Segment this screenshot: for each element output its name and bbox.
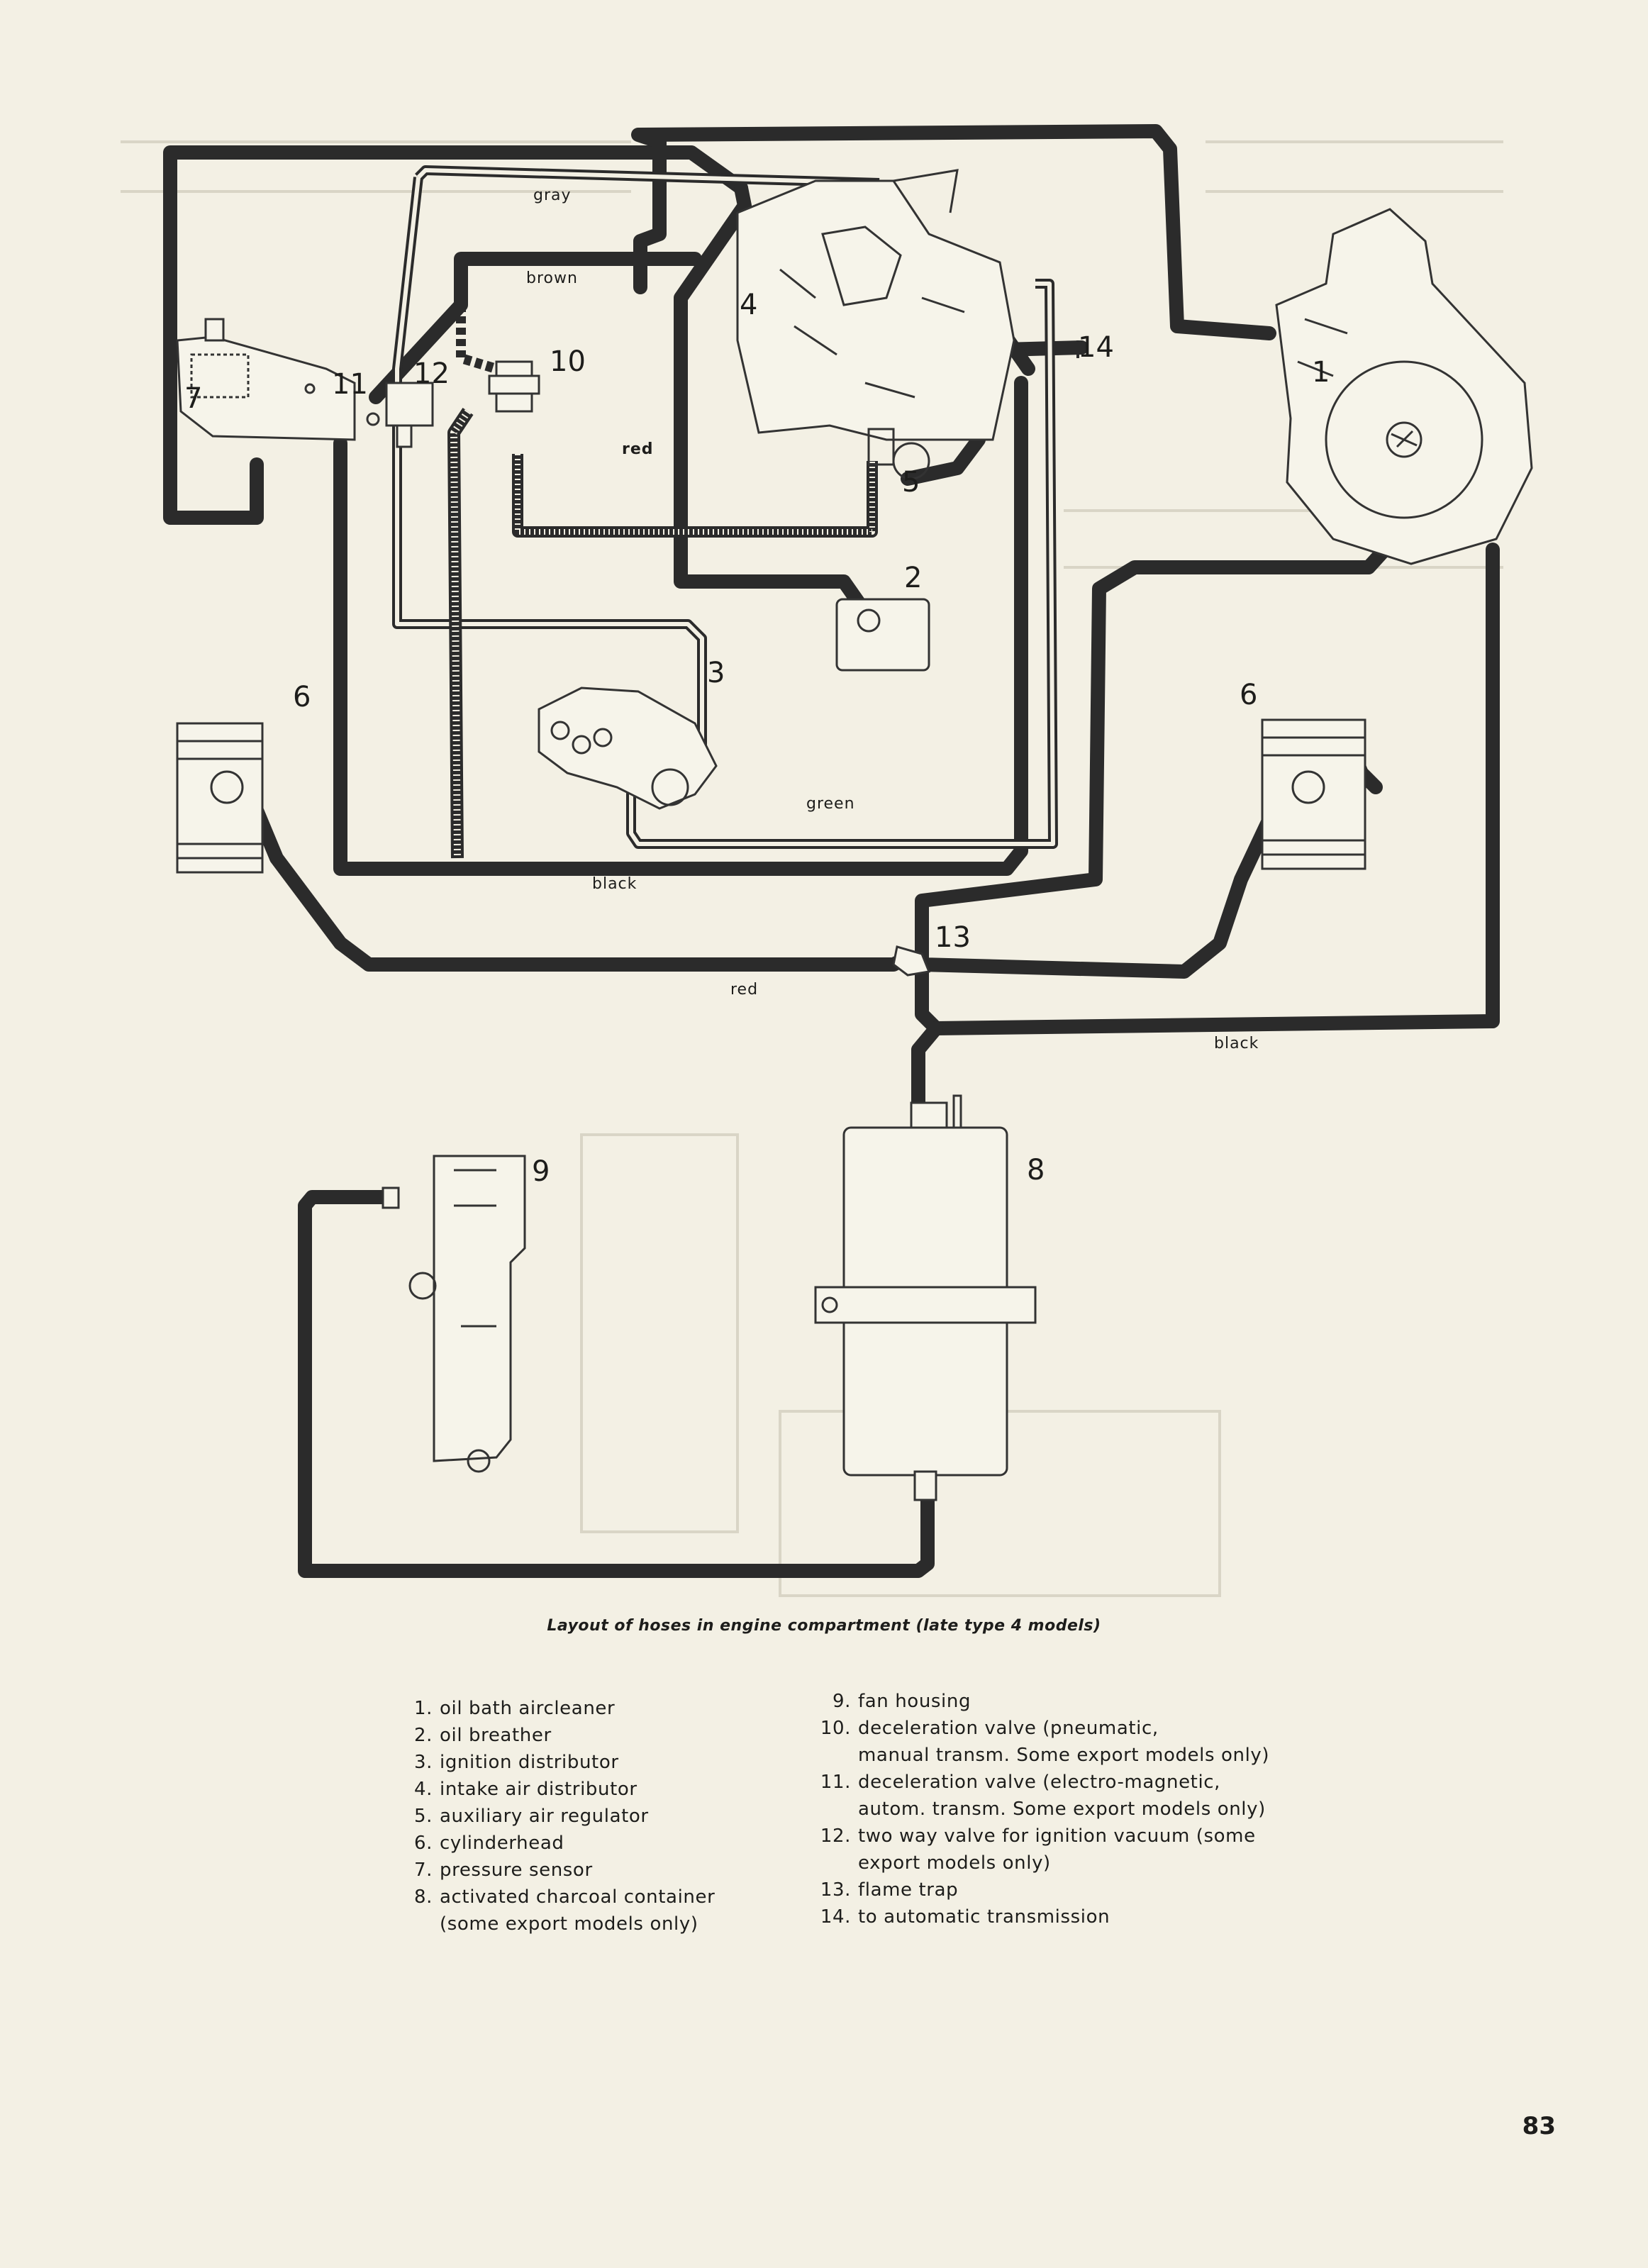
legend-item-text: intake air distributor <box>440 1779 638 1800</box>
legend-item: 14. to automatic transmission <box>815 1903 1269 1930</box>
legend-item-number: 2. <box>413 1725 433 1746</box>
legend-item: 4. intake air distributor <box>397 1776 715 1803</box>
legend-item-text: pressure sensor <box>440 1860 593 1881</box>
page-number: 83 <box>1522 2112 1556 2140</box>
ignition-distributor-3 <box>538 686 718 810</box>
hoses-outline-inner <box>395 168 1055 846</box>
callout-5: 5 <box>902 466 920 499</box>
legend-item: 6. cylinderhead <box>397 1830 715 1857</box>
legend-item-number: 10. <box>820 1718 851 1739</box>
intake-air-distributor-4 <box>736 169 1015 480</box>
legend-left-column: 1. oil bath aircleaner 2. oil breather 3. ign… <box>397 1695 715 1938</box>
legend-item-text: deceleration valve (electro-magnetic, <box>858 1772 1221 1793</box>
legend-item-text: activated charcoal container <box>440 1886 716 1908</box>
legend-item-text: oil breather <box>440 1725 552 1746</box>
oil-breather-2 <box>835 598 930 672</box>
legend-item-text: cylinderhead <box>440 1833 564 1854</box>
legend-item-number: 8. <box>413 1886 433 1908</box>
legend-item-number: 11. <box>820 1772 851 1793</box>
two-way-valve-12 <box>366 382 434 448</box>
legend-item: 7. pressure sensor <box>397 1857 715 1884</box>
activated-charcoal-container-8 <box>814 1094 1037 1501</box>
legend-item-number: 14. <box>820 1906 851 1928</box>
legend-item-number: 7. <box>413 1860 433 1881</box>
hoses-dotted <box>447 305 878 859</box>
legend-item: 1. oil bath aircleaner <box>397 1695 715 1722</box>
legend-item-number: 5. <box>413 1806 433 1827</box>
legend-item: 5. auxiliary air regulator <box>397 1803 715 1830</box>
cylinderhead-6-left <box>176 722 264 874</box>
flame-trap-13 <box>892 945 931 977</box>
legend-right-column: 9. fan housing 10. deceleration valve (pneu… <box>815 1688 1269 1930</box>
callout-3: 3 <box>707 657 725 689</box>
figure-caption: Layout of hoses in engine compartment (l… <box>547 1617 1101 1635</box>
callout-13: 13 <box>935 921 971 954</box>
callout-6-right: 6 <box>1240 679 1257 711</box>
legend-item-text: to automatic transmission <box>858 1906 1110 1928</box>
callout-8: 8 <box>1027 1154 1045 1186</box>
legend-item: 8. activated charcoal container <box>397 1884 715 1911</box>
callout-12: 12 <box>413 357 450 390</box>
callout-10: 10 <box>550 345 586 378</box>
legend-item-continuation: autom. transm. Some export models only) <box>858 1799 1266 1820</box>
legend-item-continuation: manual transm. Some export models only) <box>858 1745 1270 1766</box>
hose-layout-diagram: 1 2 3 4 5 6 6 7 8 9 10 11 12 13 14 gray … <box>121 124 1533 1597</box>
legend-item-number: 12. <box>820 1825 851 1847</box>
legend-item-text: deceleration valve (pneumatic, <box>858 1718 1159 1739</box>
cylinderhead-6-right <box>1261 718 1366 870</box>
callout-1: 1 <box>1312 356 1330 389</box>
legend-item: 12. two way valve for ignition vacuum (so… <box>815 1823 1269 1850</box>
legend-item-number: 9. <box>832 1691 851 1712</box>
legend-item-text: flame trap <box>858 1879 959 1901</box>
legend-item: 13. flame trap <box>815 1877 1269 1903</box>
hose-label-red-upper: red <box>622 440 654 458</box>
fan-housing-9 <box>382 1155 526 1473</box>
oil-bath-aircleaner-1 <box>1275 208 1533 565</box>
hose-label-green: green <box>806 795 855 813</box>
hose-color-labels: gray brown red green black red black <box>526 187 1259 1052</box>
legend-item: 10. deceleration valve (pneumatic, <box>815 1715 1269 1742</box>
legend-item: 11. deceleration valve (electro-magnetic, <box>815 1769 1269 1796</box>
legend-item-text: ignition distributor <box>440 1752 619 1773</box>
legend-item-continuation: (some export models only) <box>440 1913 698 1935</box>
hose-label-gray: gray <box>533 187 572 204</box>
legend-item-text: oil bath aircleaner <box>440 1698 616 1719</box>
legend-item-text: two way valve for ignition vacuum (some <box>858 1825 1256 1847</box>
hose-label-brown: brown <box>526 269 578 287</box>
callout-11: 11 <box>332 368 368 401</box>
legend-item-number: 1. <box>413 1698 433 1719</box>
hose-label-red-lower: red <box>730 981 758 999</box>
hose-label-black-right: black <box>1214 1035 1259 1052</box>
callout-6-left: 6 <box>293 681 311 713</box>
legend-item: 9. fan housing <box>815 1688 1269 1715</box>
callout-2: 2 <box>904 562 922 594</box>
legend-item-number: 13. <box>820 1879 851 1901</box>
deceleration-valve-10 <box>488 360 540 413</box>
legend-item-number: 6. <box>413 1833 433 1854</box>
callout-9: 9 <box>532 1155 550 1188</box>
legend-item-number: 4. <box>413 1779 433 1800</box>
legend-item-number: 3. <box>413 1752 433 1773</box>
legend-item-continuation: export models only) <box>858 1852 1051 1874</box>
hose-label-black-lower: black <box>592 875 637 893</box>
callout-7: 7 <box>184 382 202 415</box>
legend-item-text: auxiliary air regulator <box>440 1806 649 1827</box>
callout-labels: 1 2 3 4 5 6 6 7 8 9 10 11 12 13 14 <box>184 289 1330 1188</box>
legend-item: 2. oil breather <box>397 1722 715 1749</box>
legend-item: 3. ignition distributor <box>397 1749 715 1776</box>
pressure-sensor-7 <box>176 318 356 441</box>
callout-14: 14 <box>1078 331 1114 364</box>
legend-item-text: fan housing <box>858 1691 971 1712</box>
callout-4: 4 <box>740 289 757 321</box>
